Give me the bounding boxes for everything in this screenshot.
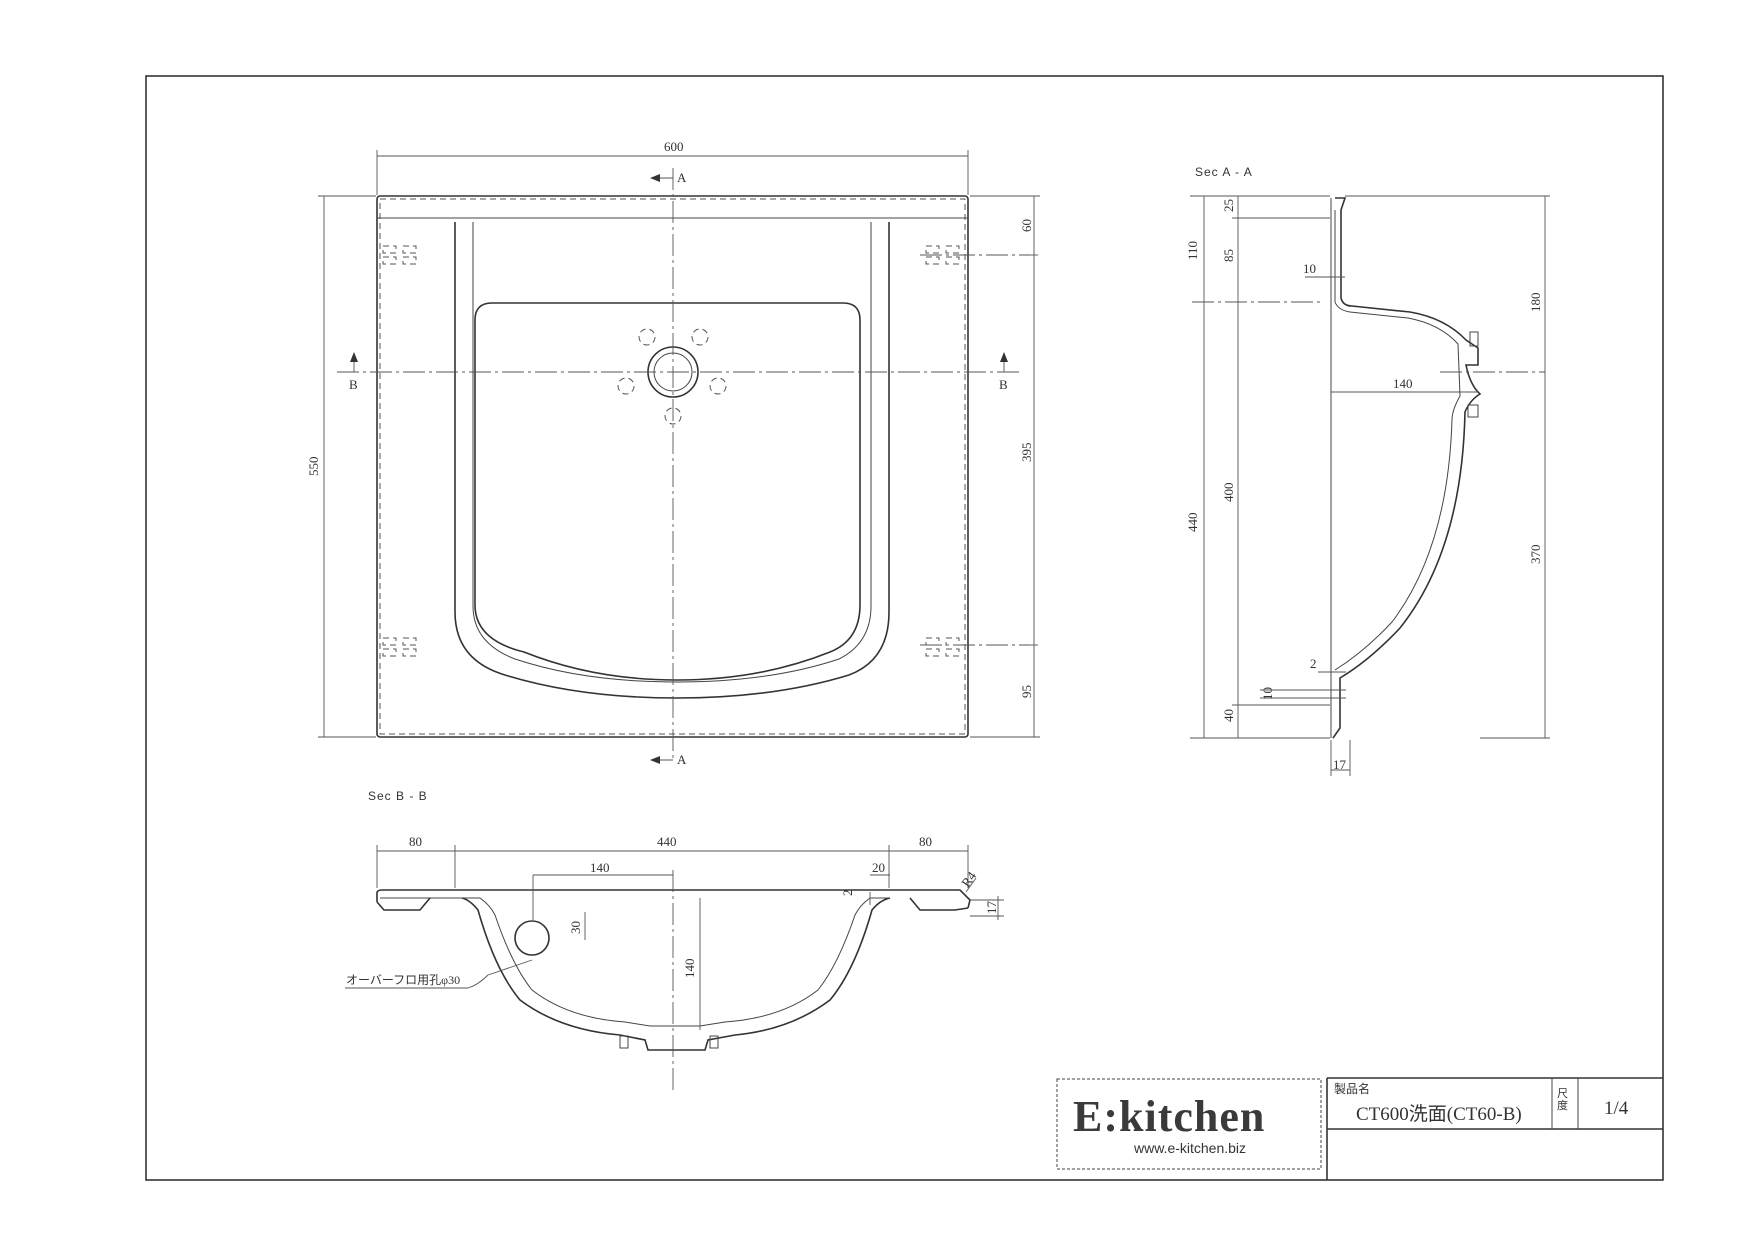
section-aa	[1190, 195, 1550, 776]
section-bb	[345, 845, 1004, 1090]
section-b-left-label: B	[349, 377, 358, 392]
dim-bb-80-right: 80	[919, 834, 932, 849]
section-bb-title: Sec B - B	[368, 789, 428, 803]
dim-bb-r4: R4	[958, 868, 979, 889]
dim-aa-440: 440	[1185, 513, 1200, 533]
dim-aa-17: 17	[1333, 757, 1347, 772]
dim-plan-width: 600	[664, 139, 684, 154]
section-b-right-label: B	[999, 377, 1008, 392]
dim-aa-110: 110	[1185, 241, 1200, 260]
title-block	[1056, 1077, 1663, 1180]
plan-view	[318, 150, 1040, 764]
dim-bb-80-left: 80	[409, 834, 422, 849]
overflow-hole-label: オーバーフロ用孔φ30	[346, 973, 460, 987]
dim-aa-180: 180	[1528, 293, 1543, 313]
dim-aa-40: 40	[1221, 709, 1236, 722]
company-website: www.e-kitchen.biz	[1134, 1140, 1247, 1156]
dim-plan-395: 395	[1019, 443, 1034, 463]
dim-aa-370: 370	[1528, 545, 1543, 565]
dim-plan-height: 550	[306, 457, 321, 477]
dim-aa-10: 10	[1303, 261, 1316, 276]
dim-bb-30: 30	[568, 921, 583, 934]
dim-aa-2: 2	[1310, 656, 1317, 671]
dim-aa-25: 25	[1221, 199, 1236, 212]
scale-label: 尺度	[1557, 1088, 1568, 1112]
dim-aa-10b: 10	[1260, 687, 1275, 700]
section-a-top-label: A	[677, 170, 687, 185]
product-name: CT600洗面(CT60-B)	[1356, 1104, 1522, 1125]
dim-bb-20: 20	[872, 860, 885, 875]
product-name-label: 製品名	[1334, 1082, 1371, 1096]
dim-bb-2: 2	[840, 890, 855, 897]
dim-bb-140-top: 140	[590, 860, 610, 875]
dim-plan-60: 60	[1019, 219, 1034, 232]
dim-aa-400: 400	[1221, 483, 1236, 503]
dim-aa-140: 140	[1393, 376, 1413, 391]
dim-plan-95: 95	[1019, 685, 1034, 698]
sheet-border	[145, 75, 1664, 1181]
dim-bb-440: 440	[657, 834, 677, 849]
dim-aa-85: 85	[1221, 249, 1236, 262]
scale-value: 1/4	[1604, 1098, 1629, 1119]
section-aa-title: Sec A - A	[1195, 165, 1253, 179]
counter-outline	[376, 195, 969, 738]
section-a-bottom-label: A	[677, 752, 687, 767]
overflow-hole	[514, 920, 550, 956]
dim-bb-140-depth: 140	[682, 959, 697, 979]
company-logo: E:kitchen	[1073, 1092, 1266, 1141]
dim-bb-17: 17	[984, 901, 999, 915]
